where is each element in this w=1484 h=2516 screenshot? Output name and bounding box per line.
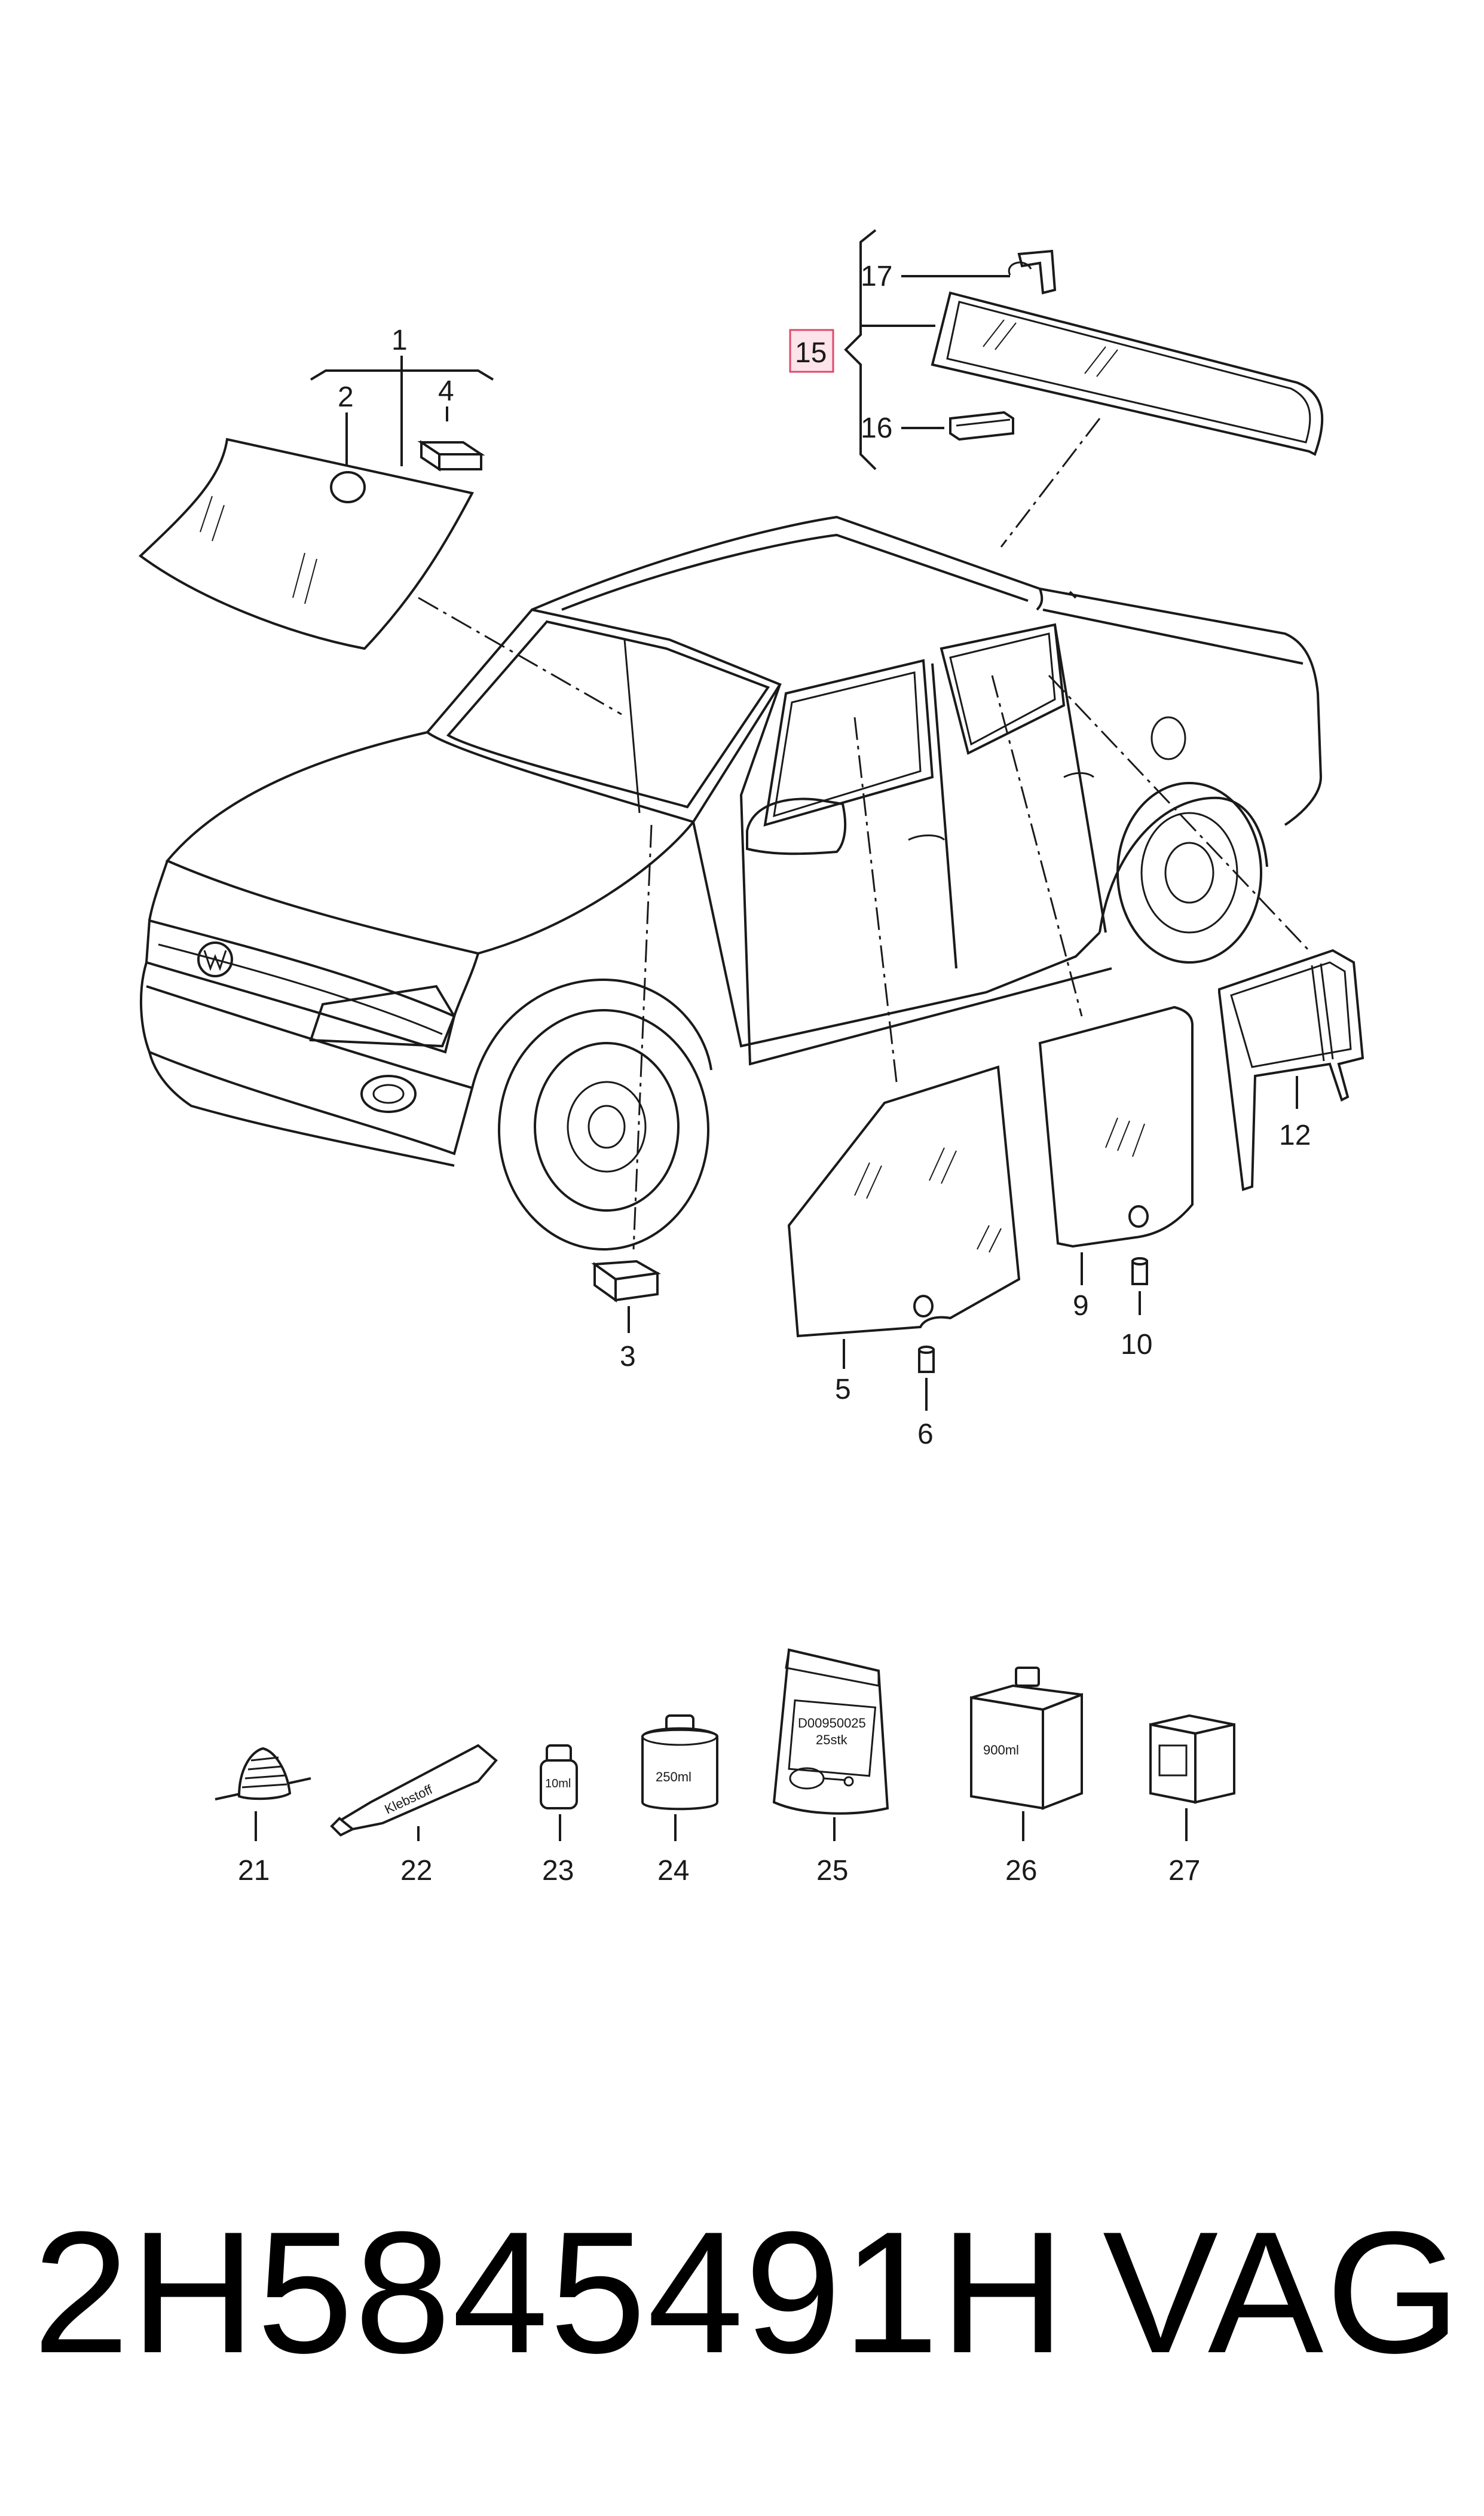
callout-12[interactable]: 12 — [1279, 1120, 1311, 1151]
activator-box-part[interactable] — [1149, 1714, 1235, 1804]
callout-26[interactable]: 26 — [1005, 1855, 1037, 1887]
jug-label: 900ml — [983, 1742, 1019, 1757]
clip-part[interactable] — [1008, 249, 1057, 295]
quarter-glass-frame-part[interactable] — [1218, 949, 1364, 1191]
callout-2[interactable]: 2 — [338, 381, 354, 413]
callout-23[interactable]: 23 — [542, 1855, 574, 1887]
rear-glass-guide-pin-part[interactable] — [1131, 1257, 1148, 1285]
callout-22[interactable]: 22 — [400, 1855, 432, 1887]
callout-25[interactable]: 25 — [816, 1855, 848, 1887]
callout-3[interactable]: 3 — [620, 1341, 636, 1372]
front-door-glass-part[interactable] — [787, 1065, 1021, 1338]
vw-logo-icon — [197, 941, 233, 977]
callout-24[interactable]: 24 — [657, 1855, 689, 1887]
fog-lamp-icon — [360, 1075, 417, 1113]
callout-21[interactable]: 21 — [238, 1855, 270, 1887]
windshield-part[interactable] — [138, 438, 475, 650]
can-label: 250ml — [656, 1769, 691, 1784]
bag-label-line2: 25stk — [816, 1732, 848, 1747]
callout-6[interactable]: 6 — [917, 1419, 934, 1450]
primer-vial-part[interactable]: 10ml — [540, 1744, 578, 1809]
rear-window-part[interactable] — [931, 291, 1324, 456]
callout-17[interactable]: 17 — [861, 261, 892, 292]
rear-window-pad-part[interactable] — [949, 411, 1014, 441]
bracket-15: 15 17 16 — [789, 229, 1010, 470]
part-number-text: 2H5845491H — [33, 2196, 1067, 2389]
callout-15-highlight — [789, 329, 834, 373]
sealing-coil-part[interactable] — [215, 1747, 311, 1800]
rain-sensor-pad-part — [330, 471, 366, 503]
parts-diagram: 1 2 4 15 17 16 — [138, 229, 1364, 1887]
cleaner-jug-part[interactable]: 900ml — [970, 1667, 1083, 1810]
callout-4[interactable]: 4 — [438, 375, 454, 407]
callout-9[interactable]: 9 — [1073, 1290, 1089, 1322]
rear-door-glass-part[interactable] — [1038, 1005, 1194, 1248]
sensor-cover-part[interactable] — [417, 440, 485, 472]
glass-guide-pin-part[interactable] — [918, 1346, 935, 1373]
clip-bag-part[interactable]: D00950025 25stk — [772, 1648, 889, 1815]
callout-10[interactable]: 10 — [1121, 1329, 1152, 1361]
callout-5[interactable]: 5 — [835, 1374, 851, 1405]
pickup-truck-drawing — [139, 515, 1323, 1251]
callout-16[interactable]: 16 — [861, 412, 892, 444]
bag-label-line1: D00950025 — [798, 1716, 866, 1731]
callout-1[interactable]: 1 — [391, 325, 408, 356]
primer-can-part[interactable]: 250ml — [641, 1714, 718, 1811]
vial-label: 10ml — [545, 1777, 571, 1790]
trim-block-part[interactable] — [591, 1259, 662, 1303]
callout-15[interactable]: 15 — [795, 337, 827, 369]
callout-27[interactable]: 27 — [1168, 1855, 1200, 1887]
bracket-1: 1 2 4 — [310, 325, 494, 466]
brand-text: VAG — [1103, 2196, 1463, 2389]
adhesive-tube-part[interactable]: Klebstoff — [330, 1744, 498, 1837]
